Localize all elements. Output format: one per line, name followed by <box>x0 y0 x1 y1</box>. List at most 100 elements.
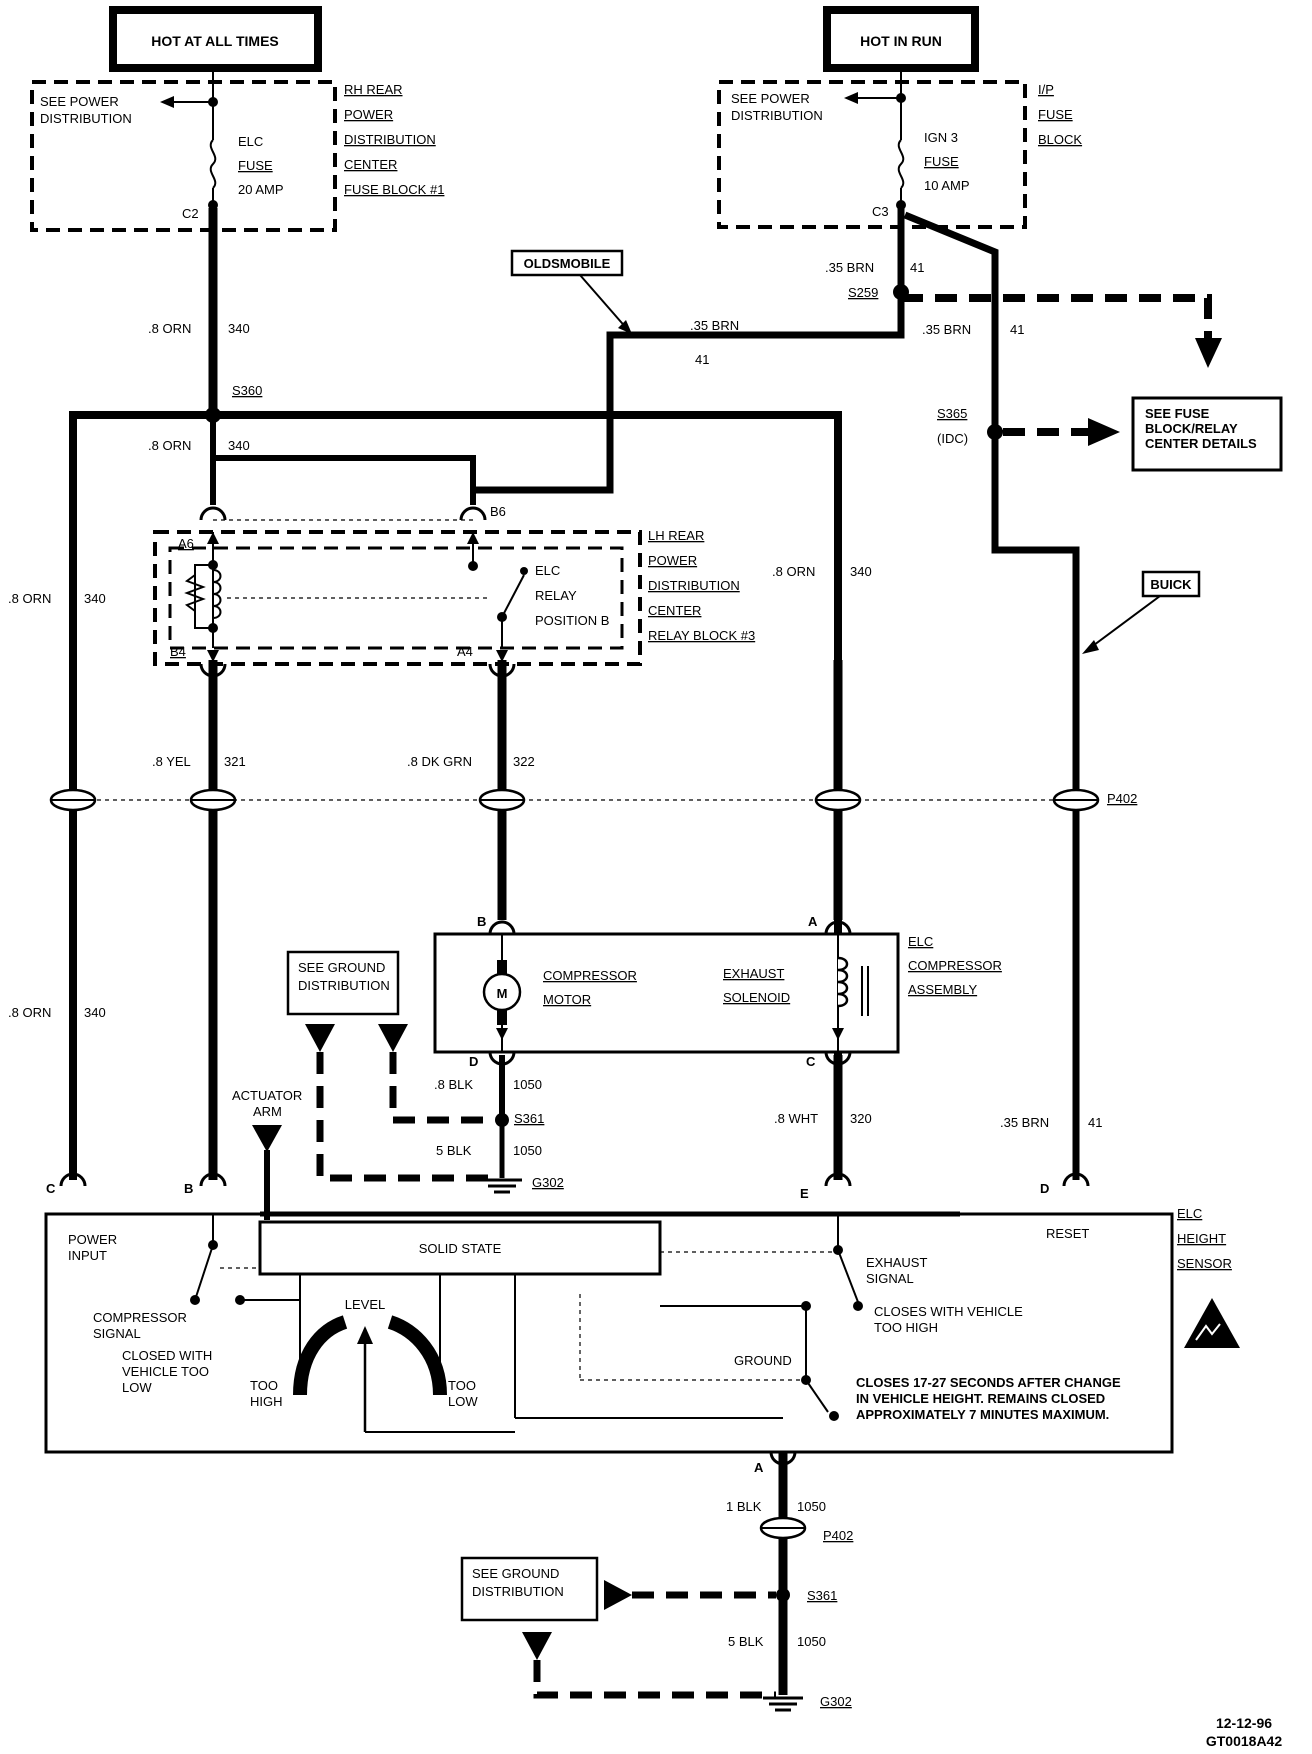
actuator-line2: ARM <box>253 1104 282 1119</box>
s259-label: S259 <box>848 285 878 300</box>
hot-in-run-box: HOT IN RUN <box>823 6 979 72</box>
solid-state-block <box>258 1220 662 1276</box>
ip-fuse-block: SEE POWER DISTRIBUTION IGN 3 FUSE 10 AMP… <box>717 68 1082 229</box>
wire-label: .8 BLK <box>434 1077 473 1092</box>
connector-c2: C2 <box>182 206 199 221</box>
distribution-text: DISTRIBUTION <box>40 111 132 126</box>
sensor-title-3: SENSOR <box>1177 1256 1232 1271</box>
hot-at-all-times-box: HOT AT ALL TIMES <box>109 6 322 72</box>
relay-name-3: POSITION B <box>535 613 609 628</box>
comp-signal-1: COMPRESSOR <box>93 1310 187 1325</box>
wire-label: 320 <box>850 1111 872 1126</box>
ground-pointer-icon <box>604 1580 632 1610</box>
closed-low-1: CLOSED WITH <box>122 1348 212 1363</box>
p402-label-lower: P402 <box>823 1528 853 1543</box>
fuse-block-relay-ref: SEE FUSE BLOCK/RELAY CENTER DETAILS <box>1131 396 1283 472</box>
ground-label: GROUND <box>734 1353 792 1368</box>
wire-label: 1050 <box>797 1499 826 1514</box>
assembly-title-1: ELC <box>908 934 933 949</box>
oldsmobile-callout: OLDSMOBILE <box>510 249 632 334</box>
compressor-pin-d: D <box>469 1054 478 1069</box>
elc-fuse-name: ELC <box>238 134 263 149</box>
wire-label: 340 <box>228 438 250 453</box>
relay-block-2: POWER <box>648 553 697 568</box>
rh-title-2: POWER <box>344 107 393 122</box>
relay-pin-a4: A4 <box>457 644 473 659</box>
sensor-pin-a: A <box>754 1460 764 1475</box>
fuse-ref-line-3: CENTER DETAILS <box>1145 436 1257 451</box>
closes-high-2: TOO HIGH <box>874 1320 938 1335</box>
reset-label: RESET <box>1046 1226 1089 1241</box>
closes-high-1: CLOSES WITH VEHICLE <box>874 1304 1023 1319</box>
compressor-pin-a: A <box>808 914 818 929</box>
ground-ref-upper: SEE GROUND DISTRIBUTION <box>286 950 522 1194</box>
sensor-title-1: ELC <box>1177 1206 1202 1221</box>
ground-pointer-icon <box>522 1632 552 1660</box>
wire-label: 41 <box>910 260 924 275</box>
elc-compressor-assembly: M B A D C COMPRESSOR MOTOR EXHAUST SOLEN… <box>433 914 1002 1069</box>
wire-label: .35 BRN <box>690 318 739 333</box>
wire-label: 5 BLK <box>728 1634 764 1649</box>
solid-state-label: SOLID STATE <box>419 1241 502 1256</box>
motor-icon <box>482 972 522 1012</box>
diagram-footer: 12-12-96 GT0018A42 <box>1206 1715 1282 1749</box>
assembly-title-3: ASSEMBLY <box>908 982 977 997</box>
closes-change-2: IN VEHICLE HEIGHT. REMAINS CLOSED <box>856 1391 1105 1406</box>
wire-label: 340 <box>84 591 106 606</box>
exhaust-solenoid-1: EXHAUST <box>723 966 784 981</box>
s361-label-upper: S361 <box>514 1111 544 1126</box>
wire-label: 41 <box>1088 1115 1102 1130</box>
actuator-pointer-icon <box>252 1125 282 1152</box>
ground-ref-2-line2: DISTRIBUTION <box>472 1584 564 1599</box>
sensor-pin-d: D <box>1040 1181 1049 1196</box>
sensor-title-2: HEIGHT <box>1177 1231 1226 1246</box>
wire-label: .8 WHT <box>774 1111 818 1126</box>
esd-warning-icon <box>1184 1298 1240 1348</box>
s360-label: S360 <box>232 383 262 398</box>
wire-label: .8 YEL <box>152 754 191 769</box>
fuse-ref-line-1: SEE FUSE <box>1145 406 1210 421</box>
elc-height-sensor: C B E D A ELC HEIGHT SENSOR POWER INPUT … <box>44 1172 1240 1475</box>
too-high-2: HIGH <box>250 1394 283 1409</box>
relay-name-2: RELAY <box>535 588 577 603</box>
hot-at-all-times-label: HOT AT ALL TIMES <box>151 33 279 49</box>
fuse-word: FUSE <box>238 158 273 173</box>
wire-label: 340 <box>228 321 250 336</box>
wire-label: 1050 <box>513 1143 542 1158</box>
fuse-rating-2: 10 AMP <box>924 178 970 193</box>
wire-label: 41 <box>1010 322 1024 337</box>
g302-label-lower: G302 <box>820 1694 852 1709</box>
ip-title-1: I/P <box>1038 82 1054 97</box>
sensor-pin-c: C <box>46 1181 56 1196</box>
power-input-1: POWER <box>68 1232 117 1247</box>
wire-label: .8 ORN <box>8 1005 51 1020</box>
footer-date: 12-12-96 <box>1216 1715 1272 1731</box>
wire-label: 1050 <box>513 1077 542 1092</box>
rh-rear-fuse-block: SEE POWER DISTRIBUTION ELC FUSE 20 AMP C… <box>30 68 444 232</box>
rh-title-1: RH REAR <box>344 82 403 97</box>
wire-label: .35 BRN <box>922 322 971 337</box>
compressor-motor-2: MOTOR <box>543 992 591 1007</box>
ground-ref-1-line2: DISTRIBUTION <box>298 978 390 993</box>
oldsmobile-label: OLDSMOBILE <box>524 256 611 271</box>
rh-title-5: FUSE BLOCK #1 <box>344 182 444 197</box>
s361-dot-lower <box>776 1588 790 1602</box>
wire-label: 321 <box>224 754 246 769</box>
buick-callout: BUICK <box>1082 570 1201 654</box>
closed-low-3: LOW <box>122 1380 152 1395</box>
wire-label: .8 ORN <box>8 591 51 606</box>
wire-label: .8 DK GRN <box>407 754 472 769</box>
p402-lower-connector <box>759 1516 807 1540</box>
s365-idc-label: (IDC) <box>937 431 968 446</box>
wire-labels: .8 ORN 340 .8 ORN 340 .35 BRN 41 .35 BRN… <box>8 260 1102 1649</box>
fuse-ref-line-2: BLOCK/RELAY <box>1145 421 1238 436</box>
exhaust-signal-2: SIGNAL <box>866 1271 914 1286</box>
compressor-pin-c: C <box>806 1054 816 1069</box>
see-power-text-2: SEE POWER <box>731 91 810 106</box>
motor-symbol: M <box>497 986 508 1001</box>
p402-label: P402 <box>1107 791 1137 806</box>
reference-dashed-wires <box>901 294 1222 446</box>
comp-signal-2: SIGNAL <box>93 1326 141 1341</box>
footer-code: GT0018A42 <box>1206 1733 1282 1749</box>
